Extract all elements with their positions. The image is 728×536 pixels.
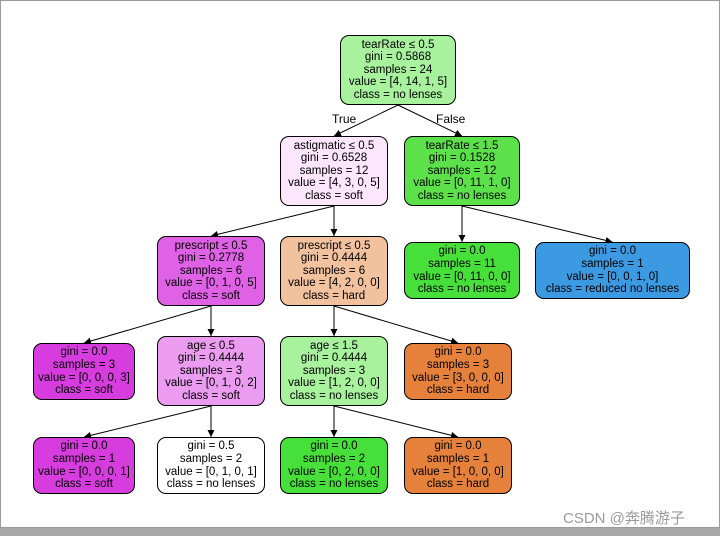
node-line: gini = 0.0: [60, 346, 108, 359]
node-line: class = hard: [302, 289, 366, 302]
node-line: value = [0, 11, 1, 0]: [413, 177, 511, 190]
node-line: gini = 0.0: [310, 440, 358, 453]
node-line: value = [0, 1, 0, 2]: [165, 377, 257, 390]
node-line: value = [0, 2, 0, 0]: [288, 465, 380, 478]
node-line: samples = 3: [302, 364, 366, 377]
tree-edge-n0-n2: [397, 104, 463, 137]
node-line: value = [0, 1, 0, 5]: [165, 277, 257, 290]
node-line: gini = 0.0: [434, 440, 482, 453]
node-line: samples = 3: [426, 358, 490, 371]
node-line: value = [4, 14, 1, 5]: [348, 76, 448, 89]
node-line: class = no lenses: [289, 389, 379, 402]
node-line: gini = 0.5868: [364, 51, 432, 64]
node-line: class = no lenses: [353, 88, 443, 101]
node-line: gini = 0.5: [187, 440, 235, 453]
tree-edge-n9-n14: [333, 405, 459, 439]
node-line: gini = 0.6528: [300, 152, 368, 165]
node-line: tearRate ≤ 0.5: [361, 38, 435, 51]
node-line: value = [0, 0, 0, 1]: [38, 465, 130, 478]
node-line: gini = 0.1528: [428, 152, 496, 165]
node-line: value = [4, 2, 0, 0]: [288, 277, 380, 290]
node-line: class = no lenses: [417, 283, 507, 296]
node-line: samples = 6: [302, 264, 366, 277]
node-line: class = soft: [182, 289, 240, 302]
node-line: class = reduced no lenses: [545, 283, 680, 296]
node-line: value = [1, 0, 0, 0]: [412, 465, 504, 478]
node-line: samples = 1: [581, 257, 644, 270]
node-line: samples = 11: [428, 257, 496, 270]
bottom-scrollbar-strip: [0, 528, 728, 536]
node-line: samples = 12: [299, 164, 369, 177]
tree-edge-n3-n7: [83, 305, 212, 345]
tree-edge-n4-n10: [333, 305, 459, 345]
node-line: class = soft: [182, 389, 240, 402]
node-line: class = no lenses: [417, 189, 507, 202]
node-line: astigmatic ≤ 0.5: [293, 139, 375, 152]
node-line: gini = 0.0: [589, 245, 636, 258]
node-line: samples = 2: [179, 452, 243, 465]
node-line: class = no lenses: [166, 478, 256, 491]
node-line: class = hard: [426, 384, 490, 397]
tree-edge-n0-n1: [333, 104, 399, 137]
node-line: value = [3, 0, 0, 0]: [412, 371, 504, 384]
node-line: age ≤ 0.5: [187, 339, 235, 352]
node-line: tearRate ≤ 1.5: [425, 139, 499, 152]
tree-edge-n8-n11: [83, 405, 212, 439]
right-margin: [720, 0, 728, 536]
node-line: class = hard: [426, 478, 490, 491]
tree-edge-n2-n6: [461, 205, 613, 244]
node-line: value = [0, 1, 0, 1]: [165, 465, 257, 478]
node-line: value = [4, 3, 0, 5]: [288, 177, 380, 190]
watermark: CSDN @奔腾游子: [563, 510, 685, 527]
node-line: prescript ≤ 0.5: [174, 239, 248, 252]
edge-label-false: False: [436, 111, 466, 126]
node-line: samples = 2: [302, 452, 366, 465]
node-line: gini = 0.2778: [177, 252, 245, 265]
node-line: value = [0, 0, 0, 3]: [38, 371, 130, 384]
node-line: class = soft: [55, 384, 113, 397]
node-line: samples = 24: [363, 63, 433, 76]
node-line: class = soft: [305, 189, 363, 202]
node-line: gini = 0.0: [438, 245, 486, 258]
node-line: samples = 1: [426, 452, 490, 465]
node-line: samples = 1: [52, 452, 116, 465]
tree-edge-n1-n3: [210, 205, 335, 238]
node-line: value = [1, 2, 0, 0]: [288, 377, 380, 390]
node-line: samples = 3: [52, 358, 116, 371]
node-line: class = soft: [55, 478, 113, 491]
node-line: gini = 0.4444: [300, 252, 368, 265]
node-line: value = [0, 0, 1, 0]: [566, 270, 659, 283]
node-line: age ≤ 1.5: [310, 339, 358, 352]
node-line: gini = 0.4444: [177, 352, 245, 365]
node-line: samples = 12: [427, 164, 497, 177]
node-line: samples = 3: [179, 364, 243, 377]
node-line: gini = 0.0: [434, 346, 482, 359]
node-line: gini = 0.0: [60, 440, 108, 453]
node-line: value = [0, 11, 0, 0]: [413, 270, 511, 283]
node-line: gini = 0.4444: [300, 352, 368, 365]
node-line: class = no lenses: [289, 478, 379, 491]
node-line: prescript ≤ 0.5: [297, 239, 371, 252]
edge-label-true: True: [332, 111, 357, 126]
node-line: samples = 6: [179, 264, 243, 277]
